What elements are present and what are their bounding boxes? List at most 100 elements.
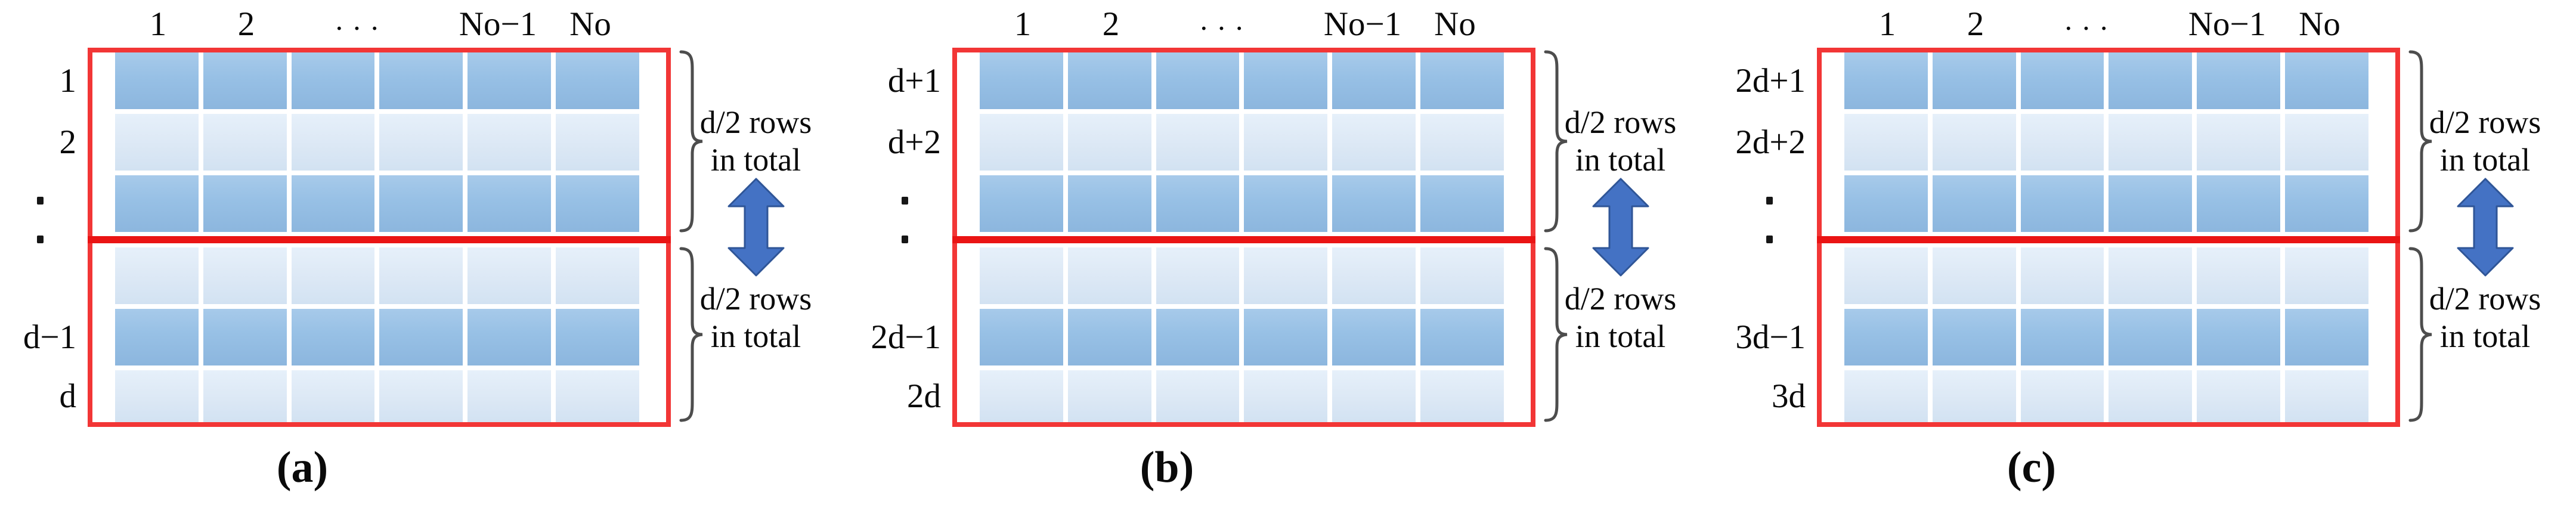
column-header-no-minus-1: No−1 — [2188, 5, 2267, 43]
matrix-cell — [467, 52, 552, 109]
matrix-cell — [379, 52, 463, 109]
matrix-row — [980, 52, 1504, 109]
vertical-ellipsis — [37, 197, 44, 243]
row-label: d — [59, 377, 77, 415]
matrix-cell — [2020, 370, 2104, 422]
matrix-cell — [1420, 247, 1504, 304]
matrix-cell — [379, 114, 463, 171]
column-header-no-minus-1: No−1 — [1323, 5, 1402, 43]
matrix-row — [980, 309, 1504, 365]
matrix-row — [980, 175, 1504, 232]
vertical-ellipsis — [1766, 197, 1773, 243]
matrix-cell — [467, 175, 552, 232]
matrix-cell — [1332, 247, 1416, 304]
column-header-2: 2 — [1967, 5, 1984, 43]
matrix-row — [1844, 309, 2368, 365]
matrix-cell — [2285, 114, 2368, 171]
column-header-ellipsis: ··· — [334, 11, 388, 45]
matrix-cell — [291, 309, 375, 365]
matrix-cell — [203, 114, 287, 171]
row-label: 2d — [907, 377, 941, 415]
matrix-cell — [2020, 52, 2104, 109]
column-header-1: 1 — [1878, 5, 1896, 43]
matrix-cell — [379, 175, 463, 232]
matrix-cell — [291, 370, 375, 422]
brace-top — [2408, 50, 2432, 233]
matrix-cell — [1932, 175, 2016, 232]
brace-bottom-label-line2: in total — [1575, 318, 1666, 354]
matrix-cell — [1844, 52, 1928, 109]
matrix-row — [1844, 247, 2368, 304]
matrix-cell — [115, 309, 199, 365]
matrix-cell — [379, 309, 463, 365]
matrix-cell — [467, 370, 552, 422]
matrix-cell — [2285, 309, 2368, 365]
brace-top-label-line2: in total — [1575, 142, 1666, 178]
matrix-cell — [556, 247, 639, 304]
matrix-cell — [467, 247, 552, 304]
row-label: 2 — [59, 123, 77, 161]
matrix-cell — [2197, 175, 2281, 232]
matrix-row — [980, 370, 1504, 422]
matrix-cell — [1332, 52, 1416, 109]
matrix-row — [115, 309, 639, 365]
row-label: 2d−1 — [871, 318, 941, 356]
row-label: 3d — [1772, 377, 1806, 415]
row-label: 3d−1 — [1735, 318, 1806, 356]
matrix-cell — [115, 114, 199, 171]
matrix-cell — [2020, 309, 2104, 365]
matrix-row — [1844, 370, 2368, 422]
brace-top-label-line2: in total — [710, 142, 801, 178]
matrix-cell — [556, 114, 639, 171]
brace-top-label-line1: d/2 rows — [1564, 104, 1677, 140]
matrix-row — [115, 52, 639, 109]
matrix-cell — [1067, 52, 1151, 109]
matrix-cell — [1932, 309, 2016, 365]
matrix-cell — [1156, 370, 1240, 422]
brace-bottom — [2408, 247, 2432, 422]
matrix-cell — [1067, 247, 1151, 304]
panel-c: 1 2 ··· No−1 No 2d+1 2d+2 3d−1 3d d/2 ro… — [1729, 0, 2576, 508]
matrix-cell — [1932, 247, 2016, 304]
brace-bottom — [679, 247, 703, 422]
matrix-cell — [1420, 370, 1504, 422]
brace-bottom-label-line2: in total — [2439, 318, 2531, 354]
brace-bottom-label: d/2 rows in total — [677, 280, 835, 355]
matrix-cell — [1844, 175, 1928, 232]
matrix-row — [980, 247, 1504, 304]
column-header-no-minus-1: No−1 — [459, 5, 537, 43]
matrix-cell — [1420, 52, 1504, 109]
double-arrow-icon — [2457, 178, 2514, 277]
matrix-cell — [115, 52, 199, 109]
matrix-cell — [1067, 114, 1151, 171]
matrix-row — [1844, 114, 2368, 171]
column-header-1: 1 — [1014, 5, 1032, 43]
matrix-cell — [1332, 370, 1416, 422]
matrix-row — [115, 247, 639, 304]
matrix-cell — [379, 247, 463, 304]
matrix-cell — [115, 247, 199, 304]
row-label: 1 — [59, 62, 77, 100]
matrix-cell — [1844, 247, 1928, 304]
matrix-cell — [1332, 309, 1416, 365]
brace-top-label-line1: d/2 rows — [2429, 104, 2541, 140]
matrix-cell — [291, 52, 375, 109]
matrix-cell — [2109, 114, 2193, 171]
matrix-cell — [379, 370, 463, 422]
matrix-cell — [2197, 309, 2281, 365]
matrix-cell — [980, 247, 1063, 304]
row-label: 2d+2 — [1735, 123, 1806, 161]
matrix-cell — [1244, 175, 1328, 232]
matrix-cell — [1844, 309, 1928, 365]
matrix-cell — [467, 114, 552, 171]
matrix-cell — [1420, 175, 1504, 232]
matrix-cell — [2109, 247, 2193, 304]
column-header-no: No — [2299, 5, 2340, 43]
matrix-cell — [115, 370, 199, 422]
matrix-cell — [1156, 309, 1240, 365]
matrix-cell — [2020, 247, 2104, 304]
panel-b: 1 2 ··· No−1 No d+1 d+2 2d−1 2d d/2 rows… — [865, 0, 1729, 508]
half-split-line — [952, 236, 1535, 243]
half-split-line — [88, 236, 671, 243]
matrix-cell — [1420, 114, 1504, 171]
